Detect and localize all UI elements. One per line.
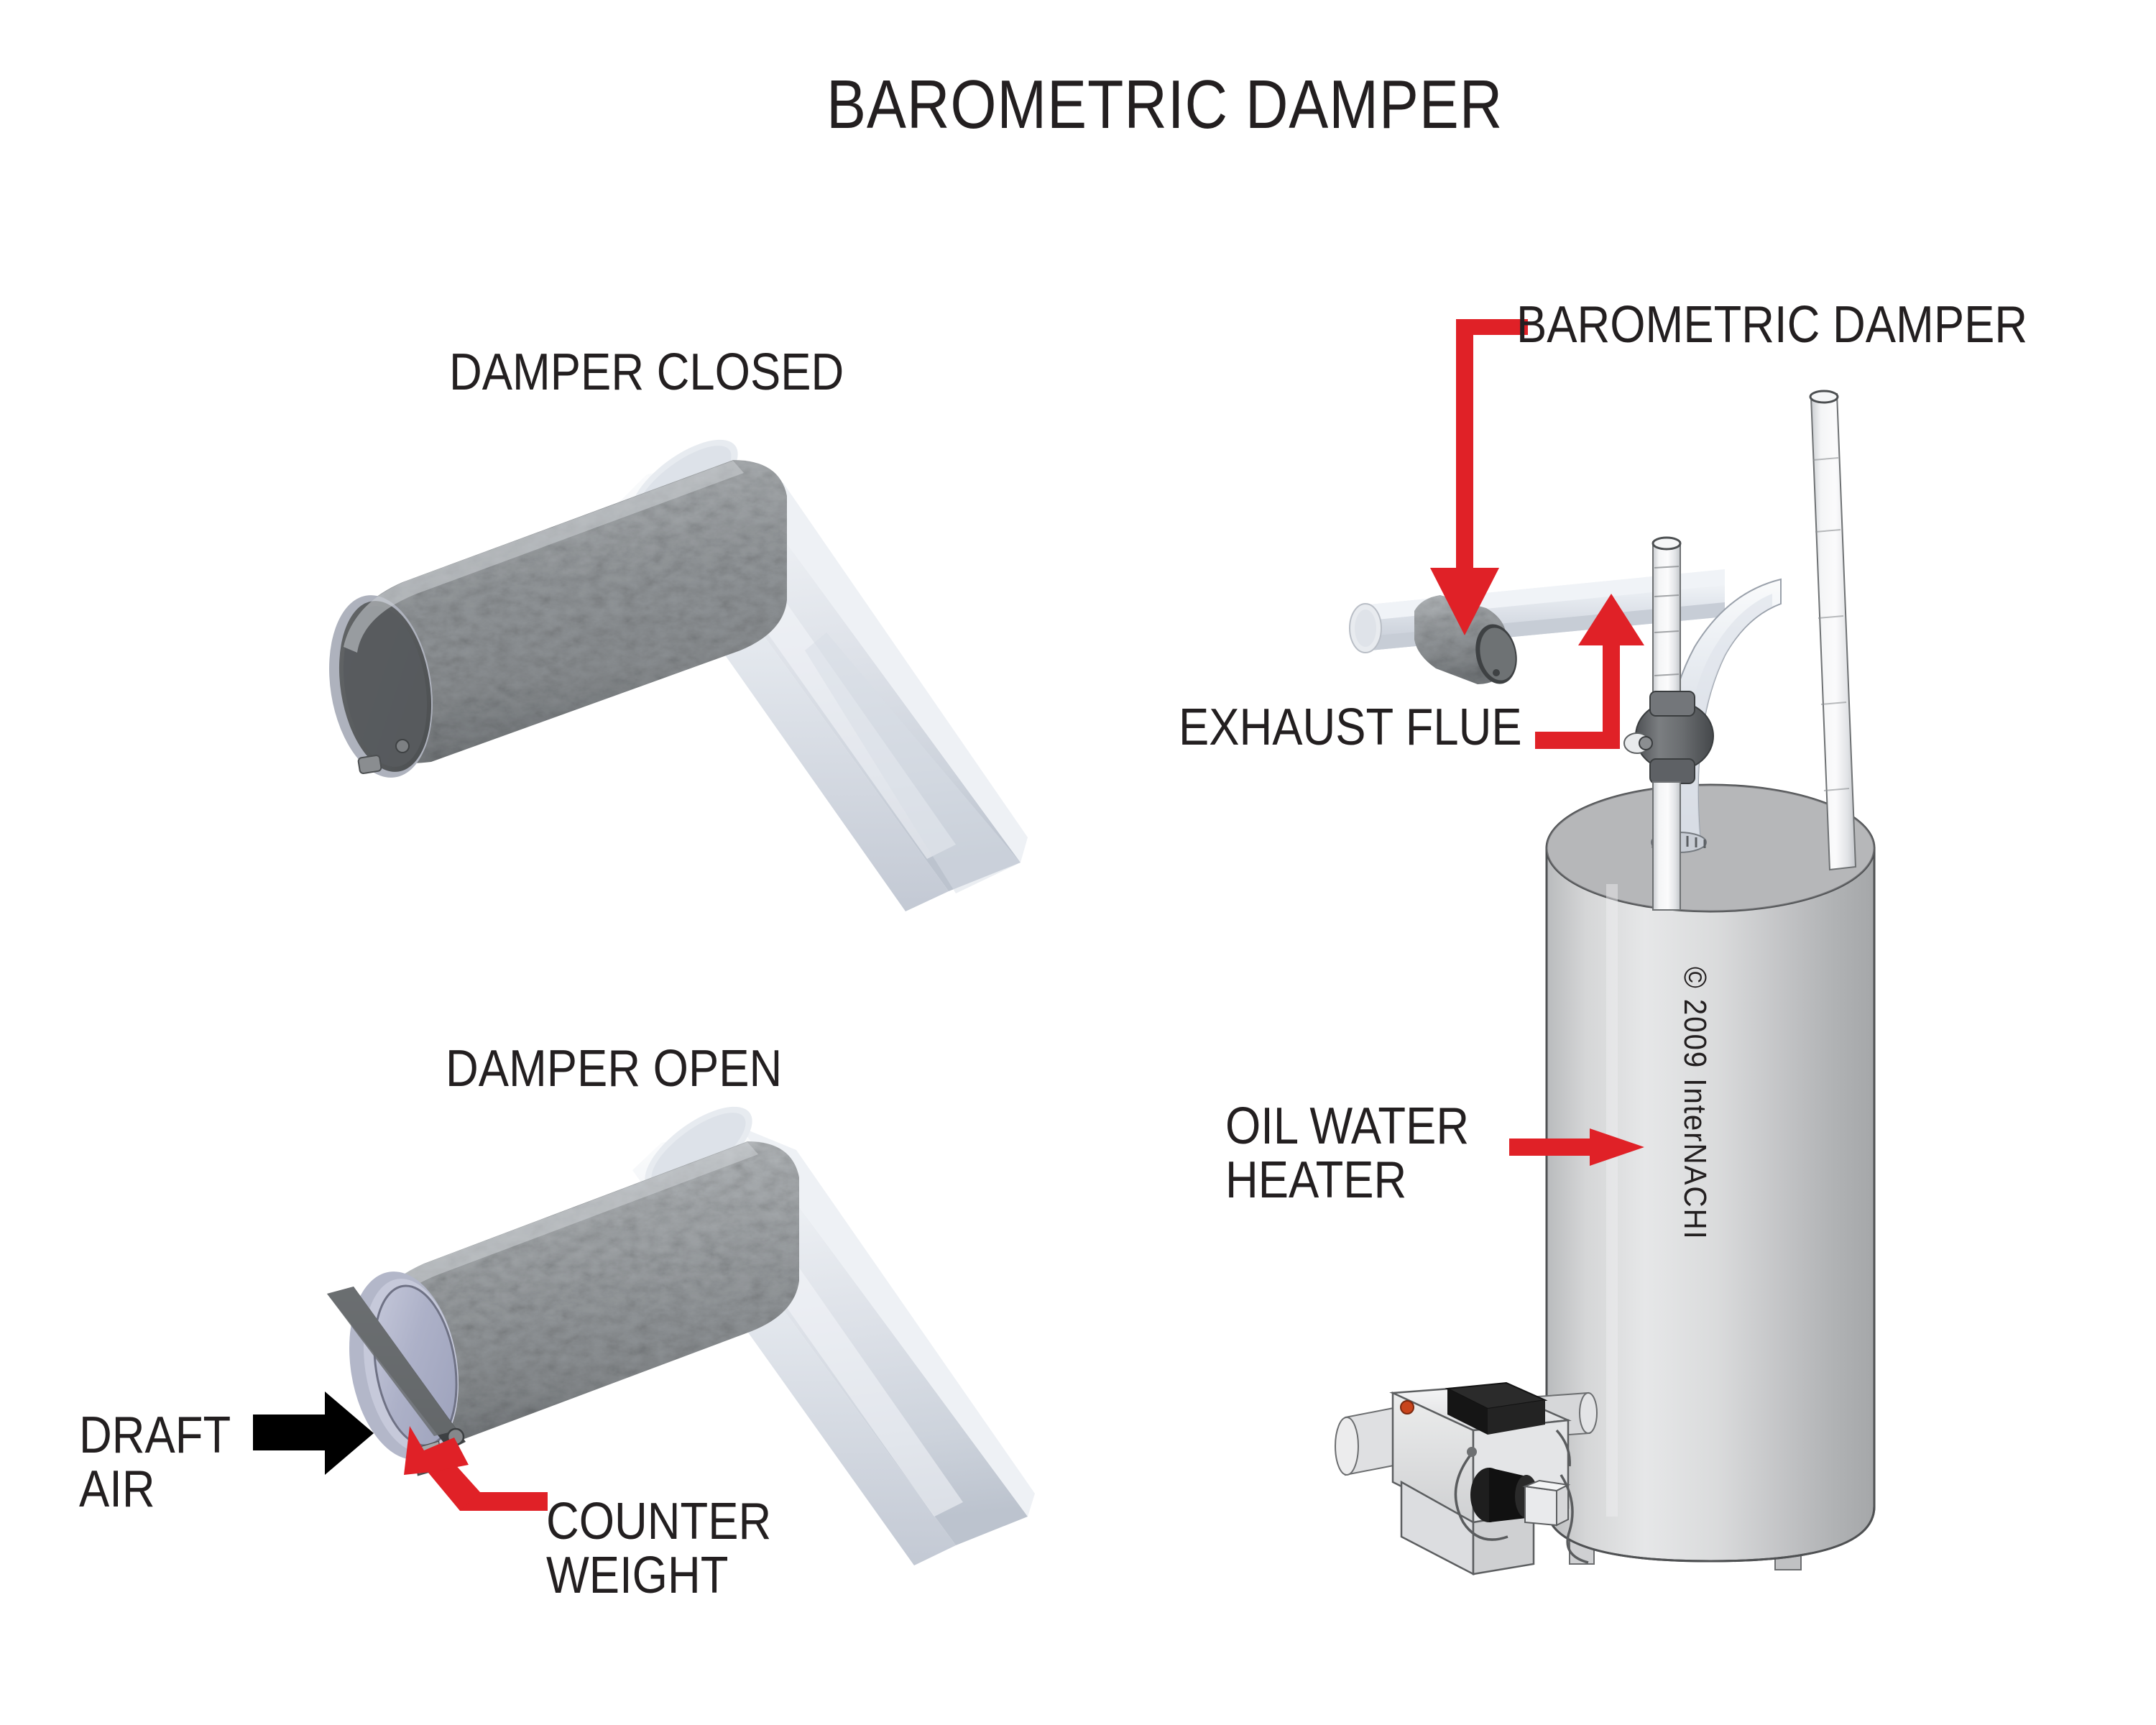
supply-pipe-with-valve: [1623, 536, 1714, 911]
tall-vent-pipe: [1809, 390, 1857, 871]
barometric-damper-unit: [1414, 595, 1517, 684]
oil-water-heater-callout-arrow: [1509, 1128, 1644, 1166]
label-oil-water-heater: OIL WATER HEATER: [1225, 1098, 1470, 1209]
oil-burner-assembly: [1335, 1381, 1598, 1576]
label-counter-weight: COUNTER WEIGHT: [546, 1493, 772, 1604]
barometric-damper-callout-arrow: [1430, 319, 1528, 635]
exhaust-flue-callout-arrow: [1535, 594, 1644, 749]
open-damper-barrel: [327, 1141, 799, 1476]
damper-open-illustration: [253, 1106, 1035, 1565]
damper-closed-illustration: [329, 439, 1028, 911]
closed-damper-barrel: [329, 460, 787, 778]
label-damper-closed: DAMPER CLOSED: [449, 344, 844, 401]
label-barometric-damper: BAROMETRIC DAMPER: [1516, 296, 2028, 354]
draft-air-arrow: [253, 1392, 374, 1475]
water-heater-assembly: [1335, 319, 1876, 1576]
water-heater-tank: [1545, 783, 1876, 1570]
label-draft-air: DRAFT AIR: [79, 1407, 231, 1518]
label-exhaust-flue: EXHAUST FLUE: [1179, 699, 1522, 756]
copyright-notice: © 2009 InterNACHI: [1677, 967, 1713, 1241]
burner-motor: [1470, 1468, 1571, 1527]
label-damper-open: DAMPER OPEN: [446, 1040, 783, 1098]
page-title: BAROMETRIC DAMPER: [826, 66, 1503, 143]
counter-weight-callout-arrow: [404, 1426, 548, 1511]
